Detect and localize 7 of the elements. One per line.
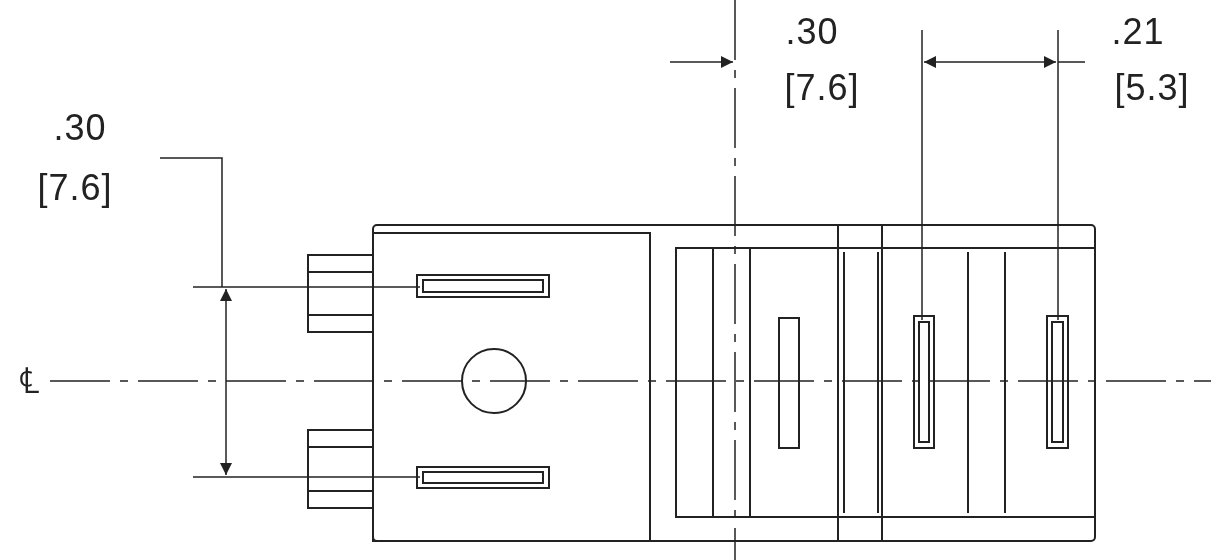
dimension-value: [7.6] [784,70,860,106]
dimension-value: [5.3] [1114,70,1190,106]
centerline-symbol: ℄ [19,363,41,399]
dimension-value: [7.6] [37,170,113,206]
dimension-value: .21 [1111,14,1165,50]
dimension-value: .30 [53,110,107,146]
dimension-value: .30 [785,14,839,50]
